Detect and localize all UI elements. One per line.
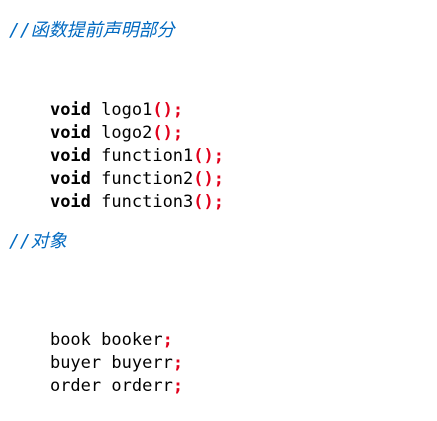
- parentheses: (): [193, 192, 214, 212]
- function-name: logo1: [101, 100, 153, 120]
- function-name: function2: [101, 169, 194, 189]
- function-name: function1: [101, 146, 194, 166]
- code-line-decl-1: void logo1();: [9, 76, 183, 120]
- parentheses: (): [193, 169, 214, 189]
- class-name: buyer: [49, 353, 102, 373]
- function-name: logo2: [101, 123, 153, 143]
- function-name: function3: [101, 192, 194, 212]
- type-keyword: void: [49, 100, 91, 120]
- type-keyword: void: [49, 192, 91, 212]
- semicolon: ;: [172, 100, 184, 120]
- semicolon: ;: [172, 353, 184, 373]
- semicolon: ;: [162, 330, 173, 350]
- type-keyword: void: [49, 146, 91, 166]
- code-line-decl-3: void function1();: [9, 122, 224, 166]
- code-line-decl-4: void function2();: [9, 145, 224, 189]
- semicolon: ;: [213, 192, 225, 212]
- code-line-object-2: buyer buyerr;: [9, 329, 183, 373]
- semicolon: ;: [172, 376, 184, 396]
- object-name: buyerr: [111, 353, 173, 373]
- object-name: booker: [101, 330, 163, 350]
- comment-forward-declarations: //函数提前声明部分: [9, 20, 175, 41]
- type-keyword: void: [49, 123, 91, 143]
- object-name: orderr: [111, 376, 173, 396]
- semicolon: ;: [213, 146, 225, 166]
- class-name: order: [49, 376, 102, 396]
- semicolon: ;: [213, 169, 225, 189]
- parentheses: (): [152, 123, 173, 143]
- type-keyword: void: [49, 169, 91, 189]
- comment-objects: //对象: [9, 231, 67, 252]
- code-line-decl-5: void function3();: [9, 168, 224, 212]
- code-line-object-3: order orderr;: [9, 352, 183, 396]
- code-line-object-1: book booker;: [9, 306, 173, 350]
- parentheses: (): [152, 100, 173, 120]
- code-line-decl-2: void logo2();: [9, 99, 183, 143]
- parentheses: (): [193, 146, 214, 166]
- semicolon: ;: [172, 123, 184, 143]
- class-name: book: [49, 330, 91, 350]
